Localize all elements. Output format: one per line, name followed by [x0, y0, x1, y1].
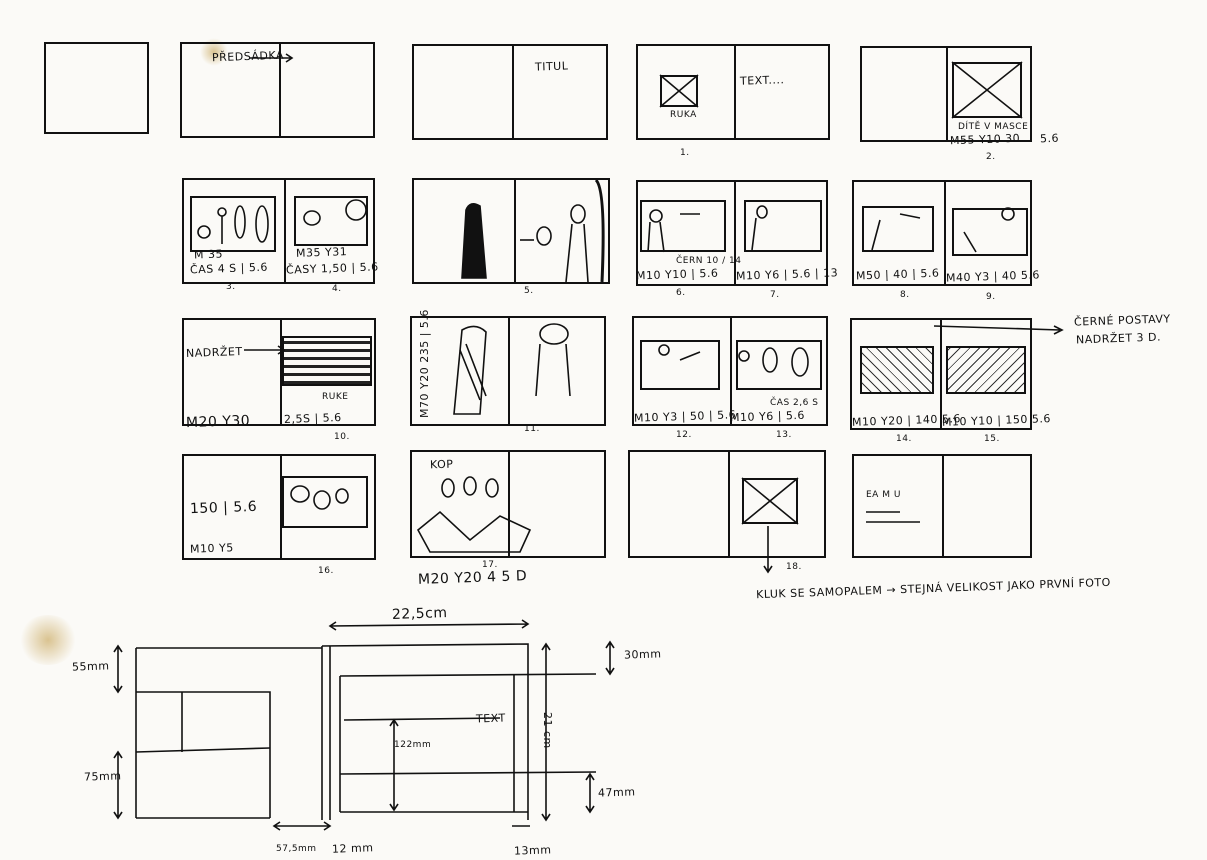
dimension-30: 30mm: [624, 647, 662, 661]
dimension-575: 57,5mm: [276, 844, 317, 854]
text-label: TEXT: [476, 711, 506, 725]
dimension-13: 13mm: [514, 843, 552, 857]
dimension-width: 22,5cm: [392, 605, 448, 623]
dimension-12: 12 mm: [332, 841, 374, 855]
dimension-21: 21 cm: [541, 712, 554, 749]
dimension-55: 55mm: [72, 659, 110, 673]
dimension-47: 47mm: [598, 785, 636, 799]
dimension-122: 122mm: [394, 740, 431, 750]
dimension-75: 75mm: [84, 769, 122, 783]
